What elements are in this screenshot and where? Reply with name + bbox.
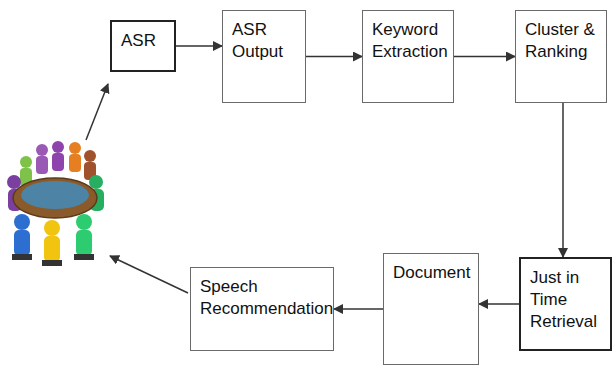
flow-arrow — [306, 56, 362, 58]
process-box: Speech Recommendation — [190, 267, 334, 351]
box-label: Speech Recommendation — [200, 276, 325, 320]
box-label: Just in Time Retrieval — [530, 267, 602, 333]
table-top — [21, 181, 89, 209]
process-box: Just in Time Retrieval — [519, 257, 612, 351]
flow-arrow — [479, 303, 519, 305]
flow-arrow — [454, 56, 515, 58]
flow-arrow — [562, 103, 564, 257]
flow-arrow — [176, 45, 222, 47]
process-box: ASR Output — [222, 10, 306, 103]
process-box: ASR — [110, 20, 176, 72]
meeting-table — [13, 178, 97, 218]
box-label: ASR Output — [232, 19, 297, 63]
box-label: Keyword Extraction — [372, 19, 445, 63]
feedback-arrow — [110, 256, 188, 293]
input-arrow — [86, 84, 108, 140]
people-front — [12, 214, 94, 266]
process-box: Document — [383, 253, 479, 365]
process-box: Keyword Extraction — [362, 10, 454, 103]
box-label: ASR — [121, 30, 166, 52]
box-label: Document — [393, 262, 470, 284]
flow-arrow — [334, 308, 383, 310]
box-label: Cluster & Ranking — [525, 19, 598, 63]
process-box: Cluster & Ranking — [515, 10, 607, 103]
